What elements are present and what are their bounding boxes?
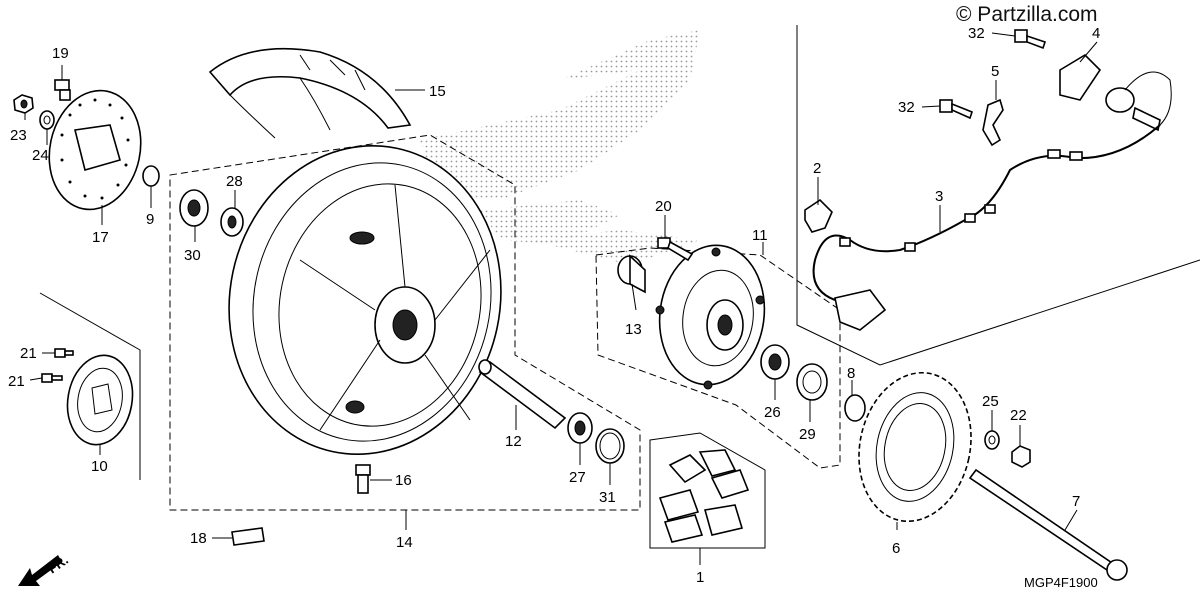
callout-10: 10 bbox=[91, 458, 108, 475]
collar-9 bbox=[142, 165, 160, 187]
wheel-assembly-frame bbox=[169, 134, 641, 511]
callout-25: 25 bbox=[982, 393, 999, 410]
callout-16: 16 bbox=[395, 472, 412, 489]
callout-24: 24 bbox=[32, 147, 49, 164]
cable-clip-2 bbox=[804, 198, 833, 233]
callout-labels: 1 2 3 4 5 6 7 8 9 10 11 12 13 14 15 16 1… bbox=[8, 25, 1100, 586]
driven-flange bbox=[655, 244, 766, 390]
collar-8 bbox=[844, 394, 866, 422]
callout-12: 12 bbox=[505, 433, 522, 450]
callout-32-lower: 32 bbox=[898, 99, 915, 116]
callout-19: 19 bbox=[52, 45, 69, 62]
rear-wheel-rim bbox=[228, 145, 502, 455]
nut-23 bbox=[13, 94, 34, 114]
final-driven-sprocket bbox=[858, 371, 972, 523]
nut-22 bbox=[1011, 445, 1031, 468]
callout-31: 31 bbox=[599, 489, 616, 506]
abs-sensor-cable bbox=[812, 124, 1161, 331]
abs-sensor-assembly bbox=[1014, 29, 1172, 132]
o-ring-31 bbox=[595, 428, 625, 464]
bolt-20 bbox=[657, 237, 694, 262]
callout-4: 4 bbox=[1092, 25, 1100, 42]
diagram-code: MGP4F1900 bbox=[1024, 575, 1098, 590]
abs-sensor-frame bbox=[796, 25, 1200, 366]
bearing-26 bbox=[760, 344, 790, 380]
washer-25 bbox=[984, 430, 1000, 450]
dust-seal-28 bbox=[220, 207, 244, 237]
abs-ring-frame bbox=[39, 292, 141, 480]
callout-11: 11 bbox=[752, 227, 768, 244]
callout-20: 20 bbox=[655, 198, 672, 215]
damper-frame bbox=[649, 432, 766, 549]
brake-disc bbox=[48, 89, 142, 211]
balance-weight bbox=[231, 527, 265, 546]
callout-21-lower: 21 bbox=[8, 373, 25, 390]
callout-3: 3 bbox=[935, 188, 943, 205]
callout-22: 22 bbox=[1010, 407, 1027, 424]
bearing-27 bbox=[567, 412, 593, 444]
callout-14: 14 bbox=[396, 534, 413, 551]
bearing-30 bbox=[179, 189, 209, 227]
rear-tire bbox=[208, 47, 412, 139]
callout-23: 23 bbox=[10, 127, 27, 144]
callout-27: 27 bbox=[569, 469, 586, 486]
callout-13: 13 bbox=[625, 321, 642, 338]
bracket-5 bbox=[982, 98, 1004, 147]
callout-21-upper: 21 bbox=[20, 345, 37, 362]
collar-12 bbox=[478, 359, 567, 430]
callout-18: 18 bbox=[190, 530, 207, 547]
front-label: FR. bbox=[45, 552, 71, 576]
wheel-dampers bbox=[658, 449, 750, 543]
callout-15: 15 bbox=[429, 83, 446, 100]
abs-pulser-ring bbox=[66, 354, 134, 446]
disc-bolt bbox=[54, 79, 71, 101]
rear-axle bbox=[968, 468, 1128, 581]
callout-6: 6 bbox=[892, 540, 900, 557]
callout-28: 28 bbox=[226, 173, 243, 190]
callout-1: 1 bbox=[696, 569, 704, 586]
callout-9: 9 bbox=[146, 211, 154, 228]
callout-32-upper: 32 bbox=[968, 25, 985, 42]
callout-8: 8 bbox=[847, 365, 855, 382]
callout-17: 17 bbox=[92, 229, 109, 246]
front-arrow-icon: FR. bbox=[18, 552, 71, 586]
bolt-21-lower bbox=[41, 373, 63, 383]
valve-stem bbox=[355, 464, 371, 494]
callout-26: 26 bbox=[764, 404, 781, 421]
collar-13 bbox=[617, 254, 646, 294]
bolt-21-upper bbox=[54, 348, 74, 358]
callout-5: 5 bbox=[991, 63, 999, 80]
callout-2: 2 bbox=[813, 160, 821, 177]
callout-7: 7 bbox=[1072, 493, 1080, 510]
callout-30: 30 bbox=[184, 247, 201, 264]
callout-29: 29 bbox=[799, 426, 816, 443]
leader-lines bbox=[24, 32, 1098, 565]
bolt-32-lower bbox=[939, 99, 973, 120]
dust-seal-29 bbox=[796, 363, 828, 401]
watermark: © Partzilla.com bbox=[956, 3, 1098, 26]
washer-24 bbox=[39, 110, 55, 130]
